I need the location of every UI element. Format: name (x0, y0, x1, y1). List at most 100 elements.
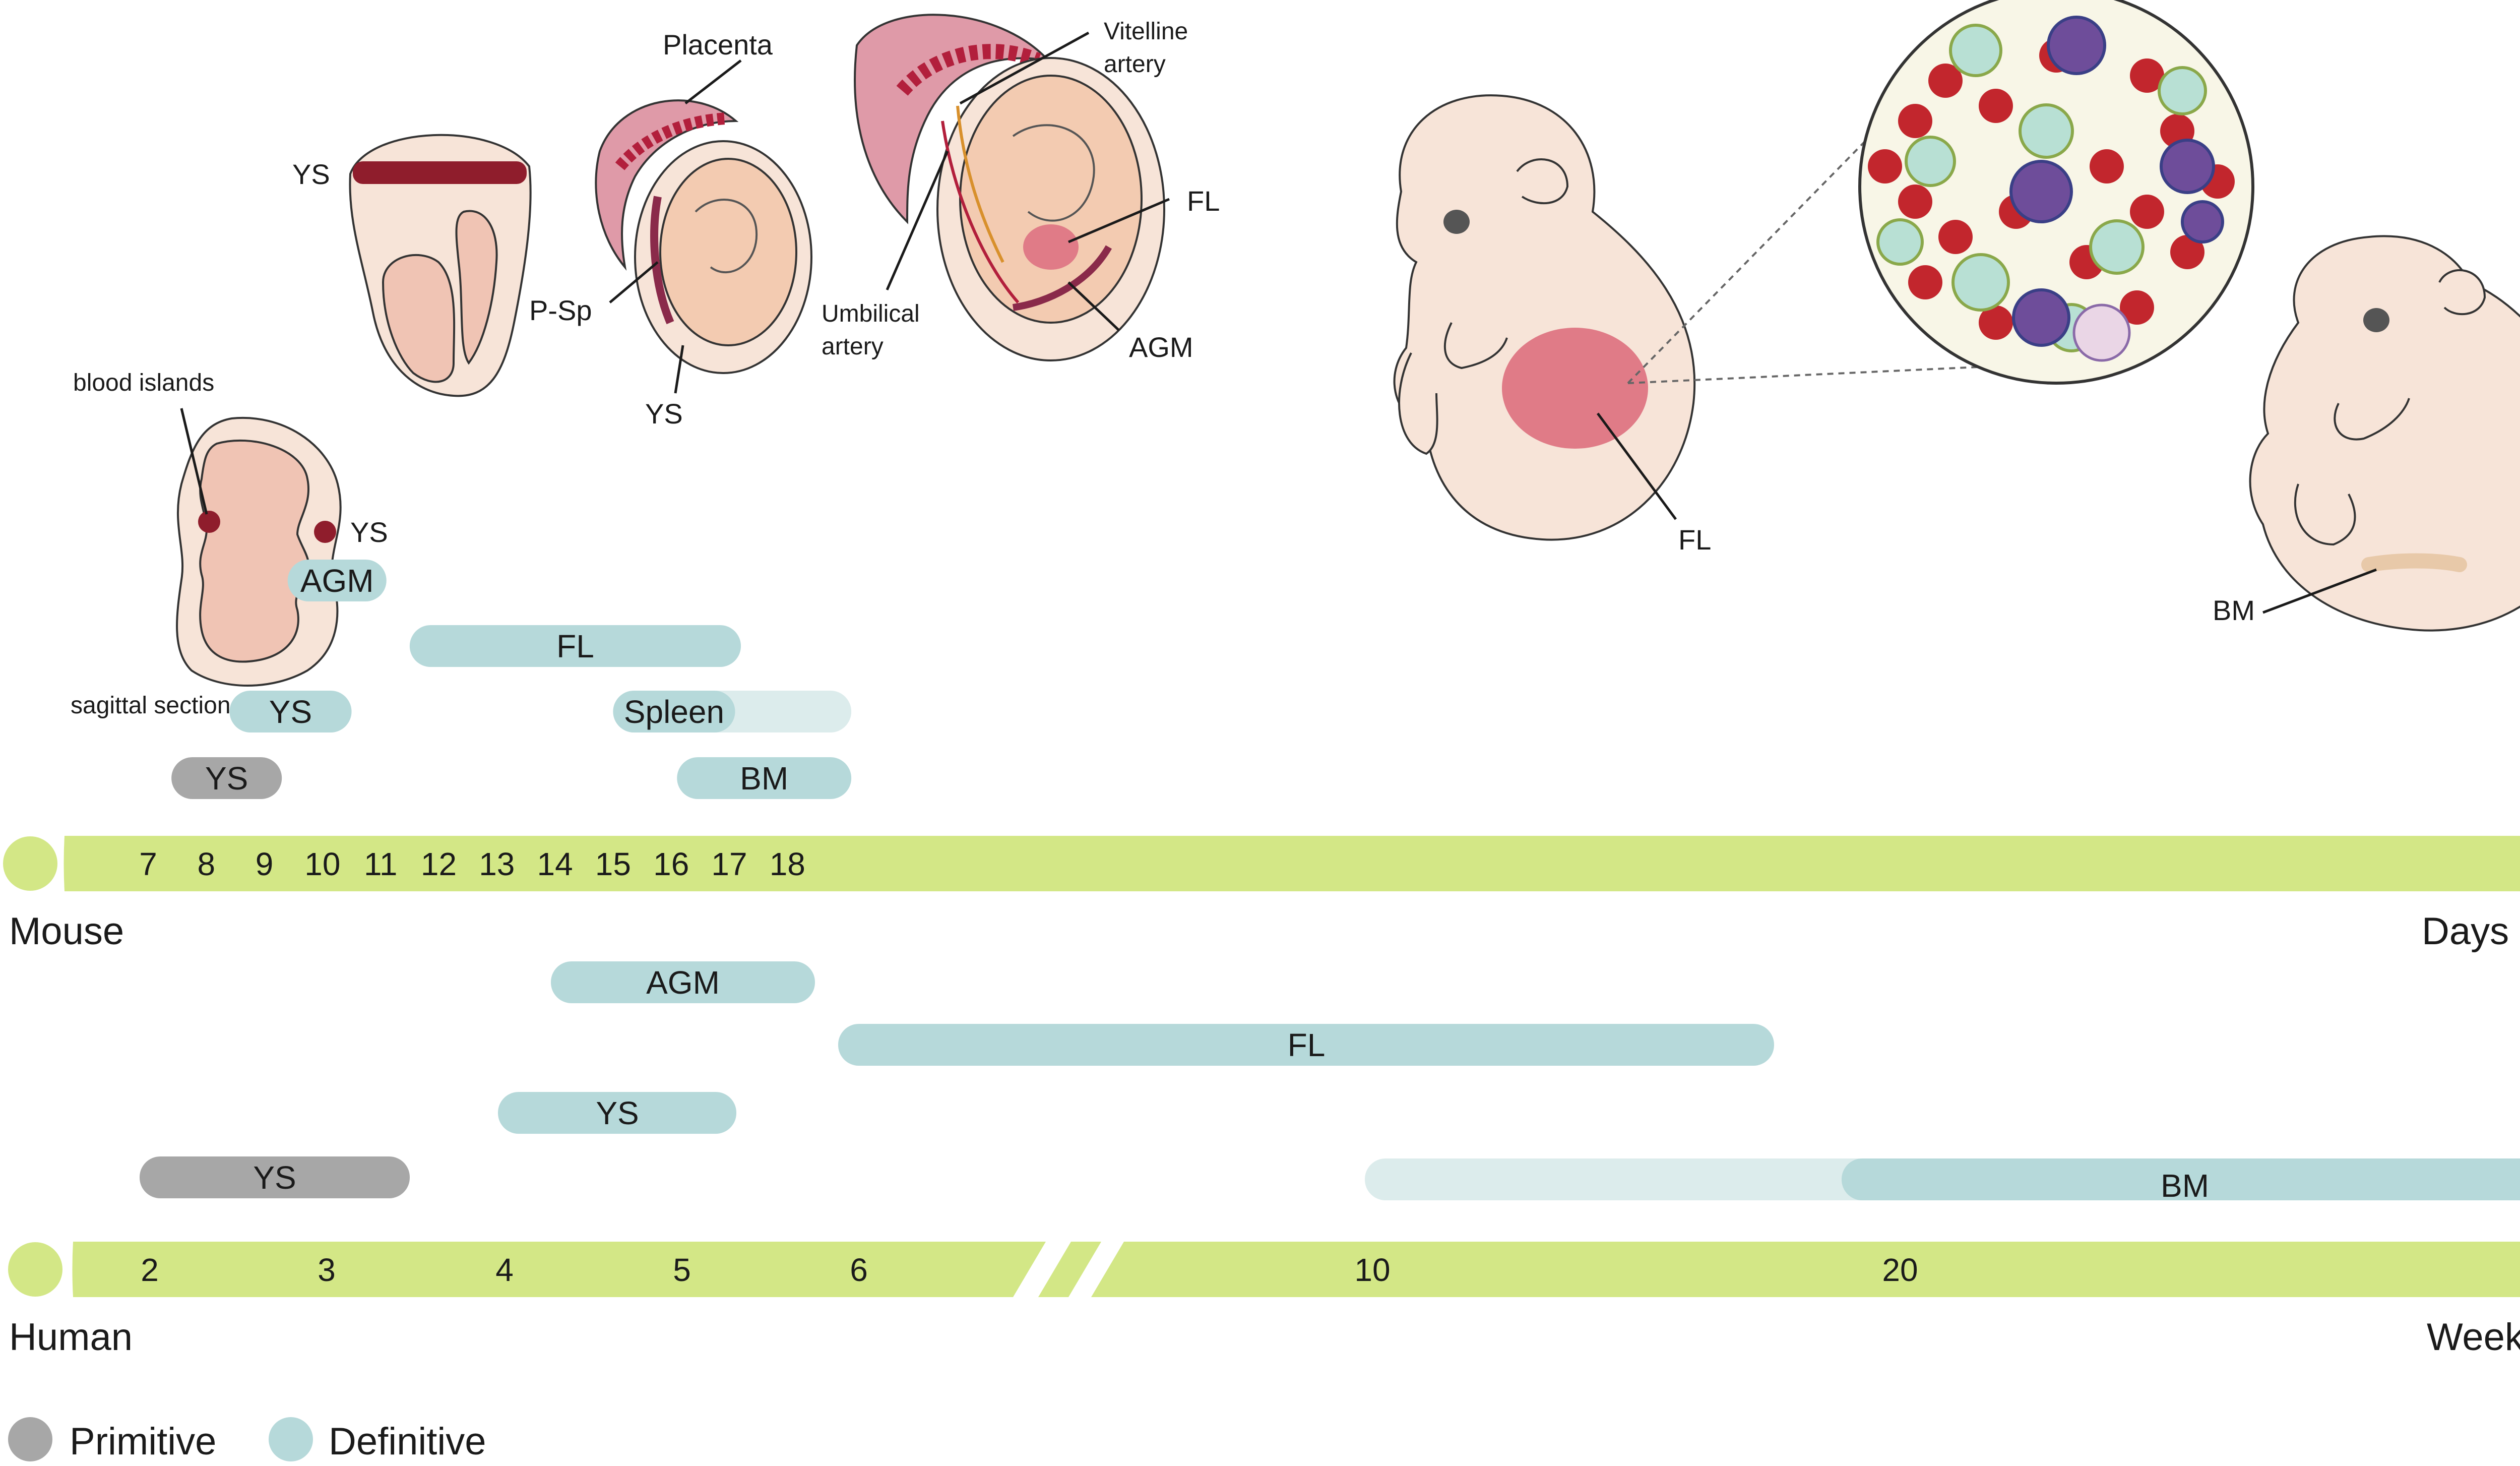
mouse-bar-ys-shape (171, 757, 282, 799)
e9-leader-psp (609, 261, 659, 303)
e10-placenta (854, 14, 1051, 224)
e9-label-ys: YS (645, 398, 683, 430)
newborn-arm (2334, 398, 2410, 441)
mouse-tick-10: 10 (304, 846, 340, 882)
fetus-liver (1502, 328, 1648, 449)
mouse-bar-bm-definitive: BM (677, 757, 852, 799)
mouse-tick-11: 11 (364, 846, 397, 882)
sagittal-leader-blood-islands (180, 408, 208, 515)
mouse-bar-bm-label: BM (740, 760, 788, 797)
newborn-eye (2363, 308, 2389, 332)
mouse-tick-8: 8 (198, 846, 216, 882)
e8-embryo-tail (455, 210, 498, 365)
e10-label-umbilical-1: Umbilical (822, 300, 920, 327)
mouse-bar-ys-primitive: YS (171, 757, 282, 799)
sagittal-section-illustration: blood islands YS sagittal section (71, 370, 388, 719)
mouse-tick-9: 9 (256, 846, 274, 882)
human-section: AGM FL YS YS BM 2 (8, 961, 2520, 1359)
fetus-leader-fl (1596, 412, 1677, 520)
human-bar-fl-label: FL (1288, 1027, 1326, 1063)
mouse-tick-14: 14 (537, 846, 573, 882)
mouse-bar-agm-definitive: AGM (287, 560, 387, 601)
mouse-tick-7: 7 (139, 846, 157, 882)
e10-label-agm: AGM (1129, 331, 1193, 363)
e10-umbilical-artery (941, 120, 1020, 303)
newborn-label-bm: BM (2213, 594, 2255, 626)
legend-definitive-swatch (269, 1417, 313, 1461)
mouse-tick-16: 16 (653, 846, 689, 882)
mouse-bar-ys-label: YS (269, 694, 312, 730)
human-tick-20: 20 (1882, 1252, 1918, 1288)
e10-leader-vitelline (959, 31, 1090, 105)
e9-placenta-villi (615, 112, 726, 170)
mouse-species-label: Mouse (9, 910, 124, 953)
zoom-line-top (1627, 120, 1886, 384)
mouse-timeline-dot (3, 836, 57, 891)
legend-primitive-swatch (8, 1417, 52, 1461)
mouse-tick-17: 17 (711, 846, 747, 882)
human-bar-ys-primitive-shape (140, 1156, 410, 1198)
human-bar-fl-shape (838, 1024, 1774, 1066)
e10-liver (1023, 224, 1079, 270)
human-bar-ys-primitive: YS (140, 1156, 410, 1198)
sagittal-caption: sagittal section (71, 692, 231, 719)
e9-placenta (595, 99, 739, 271)
mouse-bar-agm-shape (287, 560, 387, 601)
newborn-leg (2294, 483, 2356, 546)
e9-embryo-illustration: Placenta P-Sp YS (529, 29, 812, 430)
human-tick-3: 3 (318, 1252, 336, 1288)
human-bars: AGM FL YS YS BM (140, 961, 2520, 1204)
newborn-ear (2438, 269, 2486, 315)
sagittal-label-blood-islands: blood islands (73, 370, 214, 396)
blood-island-left (198, 511, 220, 533)
mouse-bar-spleen-label: Spleen (624, 694, 724, 730)
human-timeline-break-segment (1038, 1242, 1101, 1297)
mouse-timeline-arrow (64, 836, 2520, 891)
newborn-leader-bm (2262, 568, 2377, 614)
zoom-line-bottom (1627, 364, 2011, 384)
legend-definitive-label: Definitive (329, 1420, 486, 1463)
blood-cell-magnification (1627, 0, 2254, 385)
mouse-bar-spleen-definitive: Spleen (613, 691, 852, 732)
human-timeline-dot (8, 1242, 62, 1297)
human-bar-bm-shape (1842, 1158, 2520, 1200)
e8-embryo-illustration: YS (292, 134, 532, 397)
fetus-label-fl: FL (1678, 524, 1711, 556)
human-bar-ys-definitive-label: YS (596, 1095, 639, 1131)
human-bar-agm: AGM (551, 961, 815, 1003)
fetus-leg (1398, 352, 1438, 455)
legend: Primitive Definitive (8, 1417, 486, 1463)
mouse-bar-fl-label: FL (556, 628, 594, 664)
mouse-tick-13: 13 (479, 846, 515, 882)
human-tick-6: 6 (850, 1252, 868, 1288)
e10-label-fl: FL (1187, 185, 1220, 217)
e8-label-ys: YS (292, 158, 330, 190)
fetus-ear (1516, 158, 1569, 205)
human-bar-agm-shape (551, 961, 815, 1003)
e10-embryo-illustration: Vitelline artery FL Umbilical artery AGM (822, 14, 1220, 363)
mouse-tick-12: 12 (421, 846, 457, 882)
e8-embryo-body (382, 254, 456, 383)
e10-label-vitelline-2: artery (1104, 51, 1166, 78)
human-timeline-arrow-part1 (72, 1242, 1046, 1297)
e10-embryo-curl (1012, 124, 1095, 222)
blood-island-right (314, 521, 336, 543)
e10-leader-agm (1067, 281, 1120, 331)
mouse-tick-18: 18 (770, 846, 805, 882)
e10-label-umbilical-2: artery (822, 333, 884, 360)
e9-embryo-body (659, 158, 797, 346)
red-blood-cells (1868, 38, 2235, 340)
e10-dorsal-aorta (1013, 245, 1112, 311)
sagittal-label-ys: YS (350, 516, 388, 548)
e9-embryo-curl (695, 199, 758, 274)
mouse-bar-spleen-shape (613, 691, 735, 732)
e10-leader-fl (1068, 198, 1170, 243)
human-species-label: Human (9, 1316, 133, 1359)
mouse-bar-ys-label: YS (205, 760, 248, 797)
newborn-illustration: BM (2213, 235, 2520, 632)
human-bar-ys-definitive: YS (498, 1092, 736, 1134)
